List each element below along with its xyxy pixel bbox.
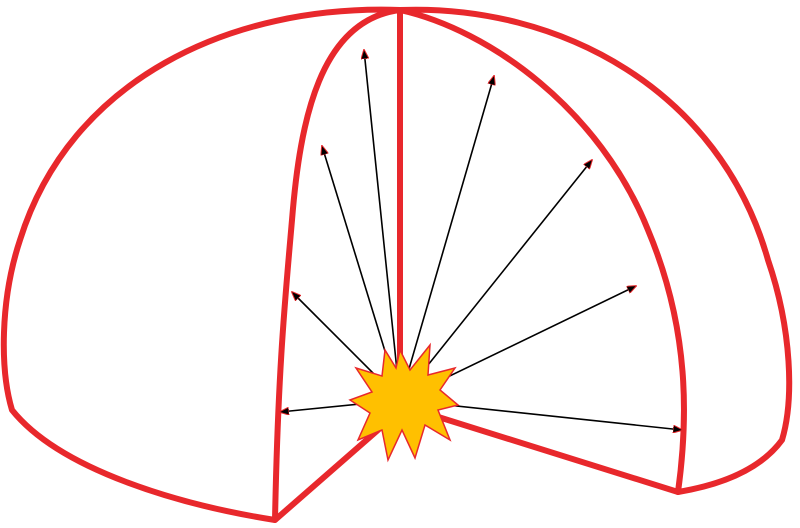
- radiating-arrows: [280, 50, 682, 430]
- explosion-burst: [348, 342, 460, 463]
- radiating-arrow: [399, 160, 592, 401]
- hemisphere-outline: [0, 6, 403, 523]
- cutaway-wedge-right: [397, 7, 688, 495]
- hemisphere-right-outline: [397, 6, 793, 495]
- radiating-arrow: [364, 50, 401, 401]
- radiating-arrow: [399, 76, 494, 401]
- cutaway-wedge-left: [272, 7, 403, 523]
